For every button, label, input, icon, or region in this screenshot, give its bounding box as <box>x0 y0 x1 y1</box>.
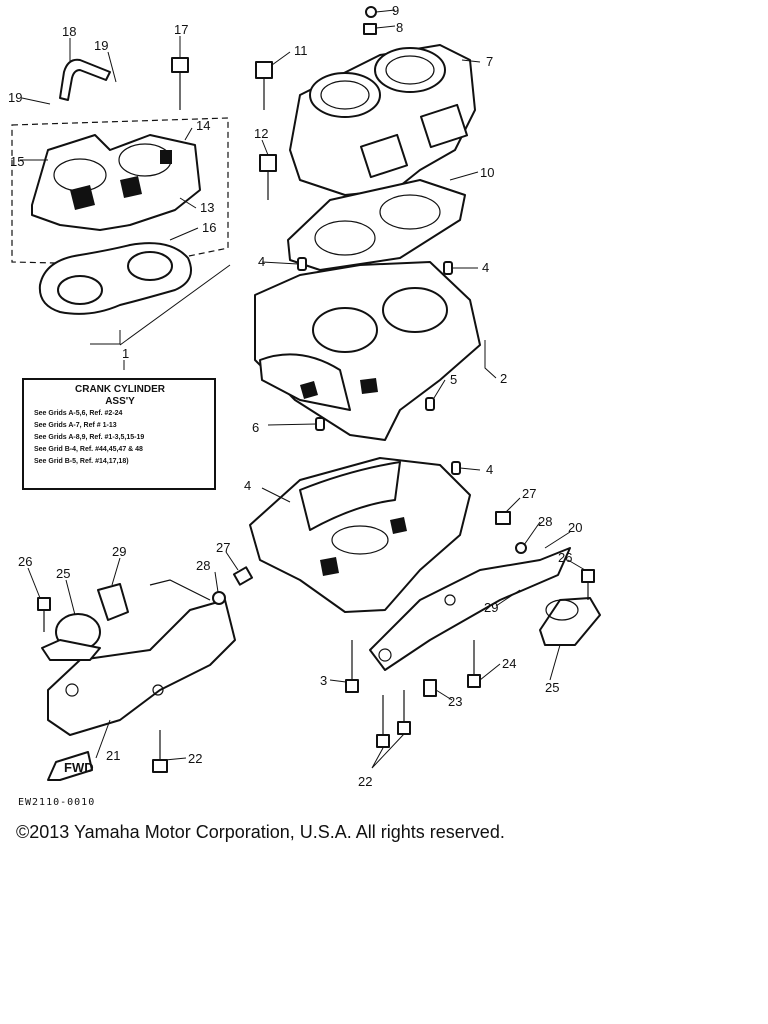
info-box-ref: See Grid B-5, Ref. #14,17,18) <box>34 458 129 465</box>
callout-14: 14 <box>196 118 210 133</box>
info-box-title-line1: CRANK CYLINDER <box>75 384 165 395</box>
stopper-left <box>97 583 129 621</box>
callout-10: 10 <box>480 165 494 180</box>
callout-13: 13 <box>200 200 214 215</box>
callout-numbers: 1 2 3 4 4 4 4 5 6 7 8 9 10 11 12 13 14 1… <box>8 3 582 789</box>
dowel-pin-4 <box>297 257 307 271</box>
info-box-ref: See Grids A-7, Ref # 1-13 <box>34 422 117 429</box>
washer-28 <box>212 591 226 605</box>
leader-lines <box>20 9 586 769</box>
bolt-26-left <box>37 597 51 632</box>
callout-11: 11 <box>294 43 308 58</box>
callout-7: 7 <box>486 54 493 69</box>
bolt-24 <box>467 640 481 688</box>
info-box-ref: See Grids A-8,9, Ref. #1-3,5,15-19 <box>34 434 145 441</box>
callout-2: 2 <box>500 371 507 386</box>
rubber-mount-left <box>41 613 101 661</box>
crankcase-lower <box>249 457 471 613</box>
screw-9 <box>365 6 377 18</box>
callout-28: 28 <box>196 558 210 573</box>
callout-18: 18 <box>62 24 76 39</box>
bolt-22-right <box>376 690 411 748</box>
callout-5: 5 <box>450 372 457 387</box>
dowel-pin-4 <box>443 261 453 275</box>
nut-8 <box>363 23 377 35</box>
callout-26: 26 <box>18 554 32 569</box>
callout-29: 29 <box>112 544 126 559</box>
bolt-12 <box>259 154 277 200</box>
info-box: CRANK CYLINDER ASS'Y See Grids A-5,6, Re… <box>22 378 216 490</box>
fwd-label: FWD <box>64 760 94 775</box>
bolt-11 <box>255 61 273 110</box>
callout-27: 27 <box>522 486 536 501</box>
cylinder-block <box>289 44 476 196</box>
callout-3: 3 <box>320 673 327 688</box>
callout-1: 1 <box>122 346 129 361</box>
bolt-27-right <box>495 511 511 525</box>
cylinder-gasket <box>287 179 466 271</box>
callout-27: 27 <box>216 540 230 555</box>
callout-9: 9 <box>392 3 399 18</box>
callout-17: 17 <box>174 22 188 37</box>
dowel-pin-6 <box>315 417 325 431</box>
head-cover-assembly <box>11 117 229 315</box>
callout-15: 15 <box>10 154 24 169</box>
callout-20: 20 <box>568 520 582 535</box>
crankcase-upper <box>254 261 481 441</box>
callout-29: 29 <box>484 600 498 615</box>
callout-22: 22 <box>358 774 372 789</box>
callout-28: 28 <box>538 514 552 529</box>
bolt-17 <box>171 57 189 110</box>
fwd-arrow: FWD <box>47 751 94 781</box>
bolt-26-right <box>581 569 595 600</box>
bolt-22 <box>152 730 168 773</box>
callout-4: 4 <box>486 462 493 477</box>
callout-4: 4 <box>482 260 489 275</box>
bolt-27 <box>232 566 254 586</box>
info-box-title-line2: ASS'Y <box>105 396 135 407</box>
callout-26: 26 <box>558 550 572 565</box>
dowel-pin-5 <box>425 397 435 411</box>
callout-4: 4 <box>258 254 265 269</box>
callout-25: 25 <box>56 566 70 581</box>
callout-16: 16 <box>202 220 216 235</box>
callout-19: 19 <box>94 38 108 53</box>
breather-hose <box>59 58 111 101</box>
callout-22: 22 <box>188 751 202 766</box>
callout-23: 23 <box>448 694 462 709</box>
rubber-mount-right <box>539 597 601 646</box>
info-box-ref: See Grids A-5,6, Ref. #2-24 <box>34 410 123 417</box>
callout-25: 25 <box>545 680 559 695</box>
engine-mount-bracket-left <box>47 579 236 736</box>
callout-24: 24 <box>502 656 516 671</box>
callout-21: 21 <box>106 748 120 763</box>
copyright-notice: ©2013 Yamaha Motor Corporation, U.S.A. A… <box>16 822 505 842</box>
drawing-code: EW2110-0010 <box>18 797 96 808</box>
engine-mount-bracket-right <box>369 547 571 671</box>
callout-12: 12 <box>254 126 268 141</box>
info-box-ref: See Grid B-4, Ref. #44,45,47 & 48 <box>34 446 143 453</box>
callout-8: 8 <box>396 20 403 35</box>
dowel-pin-4 <box>451 461 461 475</box>
bolt-3 <box>345 640 359 693</box>
callout-4: 4 <box>244 478 251 493</box>
bolt-23 <box>423 679 437 697</box>
callout-19: 19 <box>8 90 22 105</box>
callout-6: 6 <box>252 420 259 435</box>
exploded-parts-diagram: FWD <box>8 3 601 789</box>
washer-28-right <box>515 542 527 554</box>
